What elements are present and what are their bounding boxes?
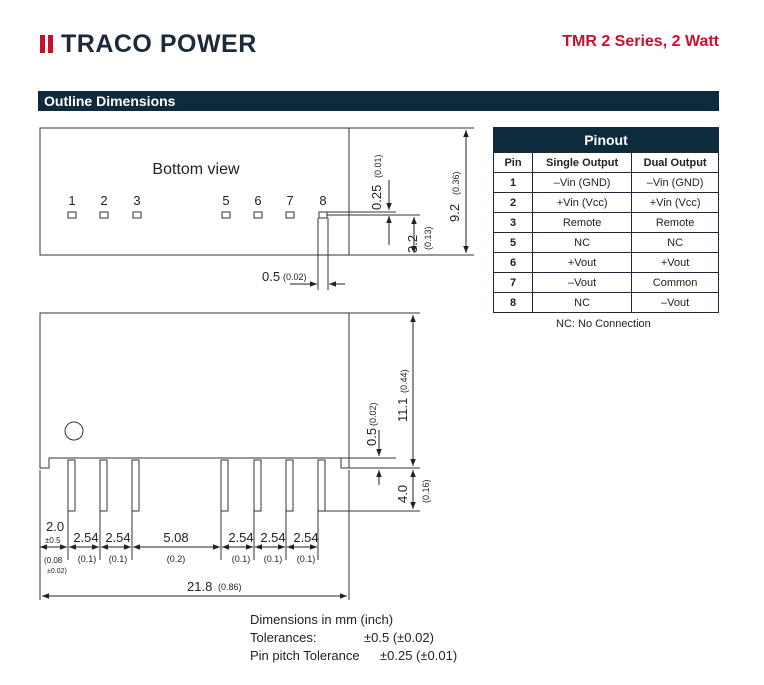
dim-40-inch: (0.16) xyxy=(421,479,431,503)
table-row: 2+Vin (Vcc)+Vin (Vcc) xyxy=(493,192,719,213)
pin1-marker xyxy=(64,421,84,441)
pin-pad-7 xyxy=(285,211,295,219)
tolerance-value: ±0.5 (±0.02) xyxy=(364,630,434,645)
pin-number: 5 xyxy=(222,193,229,208)
pitch-inch: (0.1) xyxy=(232,554,251,564)
table-row: 1–Vin (GND)–Vin (GND) xyxy=(493,172,719,193)
pitch-tolerance-value: ±0.25 (±0.01) xyxy=(380,648,458,663)
pitch-label: 2.54 xyxy=(73,530,98,545)
pin-number: 2 xyxy=(100,193,107,208)
pitch-inch: (0.1) xyxy=(264,554,283,564)
dim-05-top: 0.5 xyxy=(262,269,280,284)
pitch-label: 2.54 xyxy=(293,530,318,545)
brand-name: TRACO POWER xyxy=(61,29,257,58)
dim-20-tol: ±0.5 xyxy=(45,536,61,545)
table-row: 6+Vout+Vout xyxy=(493,252,719,273)
col-single-output: Single Output xyxy=(531,152,633,173)
dimension-notes: Dimensions in mm (inch) Tolerances: ±0.5 … xyxy=(250,611,457,665)
dim-32-inch: (0.13) xyxy=(423,226,433,250)
col-pin: Pin xyxy=(493,152,533,173)
pitch-tolerance-label: Pin pitch Tolerance xyxy=(250,648,360,663)
pitch-label: 2.54 xyxy=(260,530,285,545)
pitch-label: 2.54 xyxy=(105,530,130,545)
pinout-title: Pinout xyxy=(493,127,719,153)
pin-number: 1 xyxy=(68,193,75,208)
logo-mark xyxy=(40,35,53,53)
dim-111-inch: (0.44) xyxy=(399,369,409,393)
pitch-inch: (0.1) xyxy=(297,554,316,564)
pin-number: 8 xyxy=(319,193,326,208)
dim-218-inch: (0.86) xyxy=(218,582,242,592)
dim-05-side-inch: (0.02) xyxy=(368,402,378,426)
dim-508: 5.08 xyxy=(163,530,188,545)
bottom-view-label: Bottom view xyxy=(152,161,240,178)
dim-111: 11.1 xyxy=(395,398,410,422)
pitch-inch: (0.1) xyxy=(109,554,128,564)
side-view-outline xyxy=(39,312,350,469)
pitch-inch: (0.1) xyxy=(78,554,97,564)
dim-32: 3.2 xyxy=(405,235,420,253)
dim-025-inch: (0.01) xyxy=(373,154,383,178)
section-title: Outline Dimensions xyxy=(44,93,176,109)
pin-pad-2 xyxy=(99,211,109,219)
dim-92-inch: (0.36) xyxy=(451,171,461,195)
pin-pad-8 xyxy=(318,211,328,219)
pin-pad-6 xyxy=(253,211,263,219)
dim-05-side: 0.5 xyxy=(364,428,379,446)
dim-20-inch-tol: ±0.02) xyxy=(47,568,67,575)
dim-40: 4.0 xyxy=(395,485,410,503)
dim-05-top-inch: (0.02) xyxy=(283,272,307,282)
dim-20-inch: (0.08 xyxy=(44,556,63,565)
series-title: TMR 2 Series, 2 Watt xyxy=(562,33,719,50)
traco-power-logo: TRACO POWER xyxy=(40,29,257,58)
dim-92: 9.2 xyxy=(447,204,462,222)
pin-pad-3 xyxy=(132,211,142,219)
pin-pad-1 xyxy=(67,211,77,219)
nc-note: NC: No Connection xyxy=(556,318,651,330)
dim-218: 21.8 xyxy=(187,579,212,594)
pinout-table: Pinout Pin Single Output Dual Output 1–V… xyxy=(493,127,719,313)
bottom-view-outline xyxy=(39,127,350,256)
dim-025: 0.25 xyxy=(369,185,384,210)
section-header: Outline Dimensions xyxy=(38,91,719,111)
col-dual-output: Dual Output xyxy=(631,152,719,173)
dim-20: 2.0 xyxy=(46,519,64,534)
pin-number: 3 xyxy=(133,193,140,208)
dim-508-inch: (0.2) xyxy=(167,554,186,564)
units-note: Dimensions in mm (inch) xyxy=(250,612,394,627)
pin-pad-5 xyxy=(221,211,231,219)
pitch-label: 2.54 xyxy=(228,530,253,545)
pin-number: 6 xyxy=(254,193,261,208)
pin-number: 7 xyxy=(286,193,293,208)
tolerance-label: Tolerances: xyxy=(250,630,317,645)
